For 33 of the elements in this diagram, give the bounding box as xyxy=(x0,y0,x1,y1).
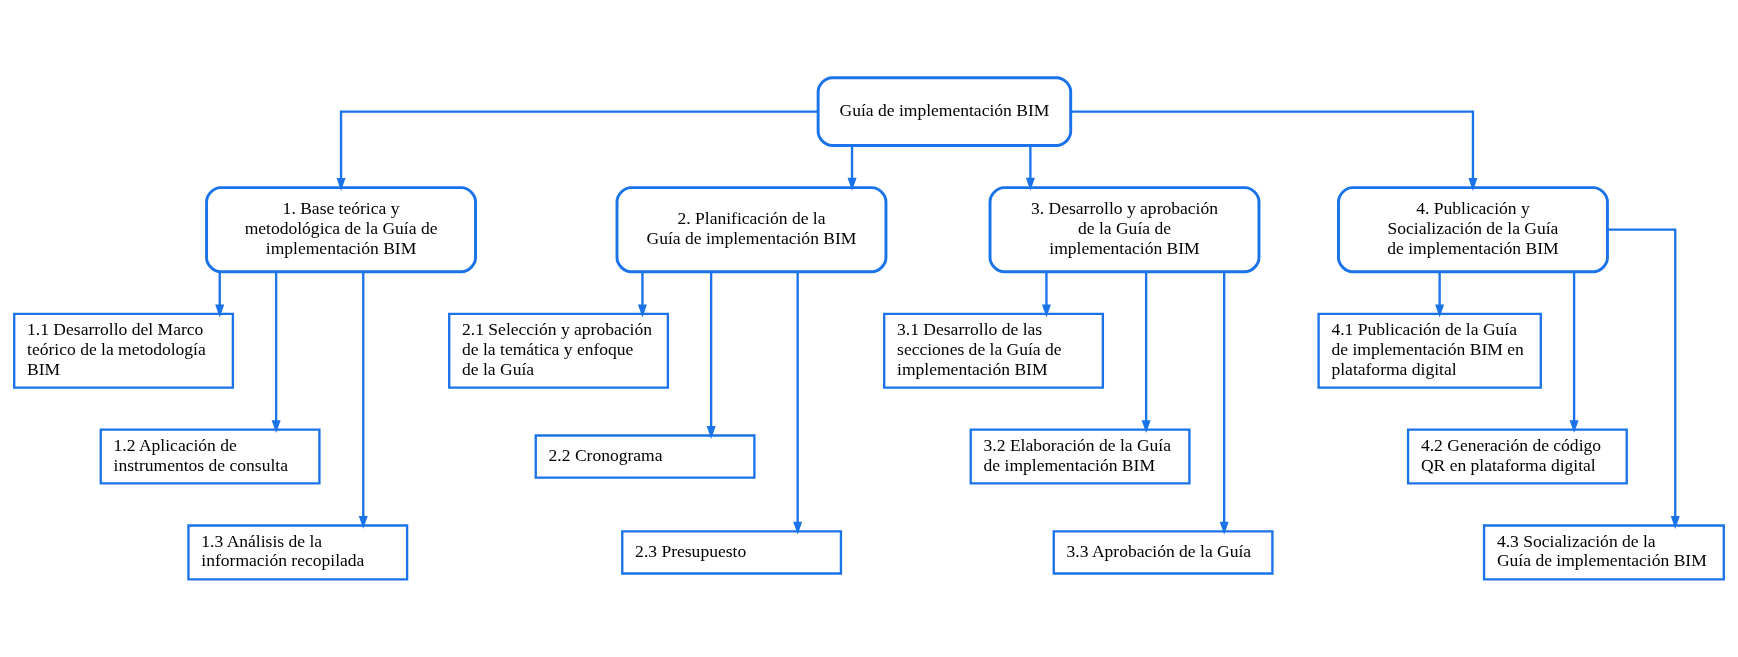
arrow xyxy=(1071,110,1478,191)
node-box: 2.2 Cronograma xyxy=(534,434,756,479)
node-box: 1. Base teórica y metodológica de la Guía de implementación BIM xyxy=(205,186,477,274)
node-box: 4. Publicación y Socialización de la Guía de implementación BIM xyxy=(1337,186,1609,274)
arrow xyxy=(1569,271,1579,434)
arrow xyxy=(847,145,857,191)
node-box: Guía de implementación BIM xyxy=(816,76,1073,147)
arrow xyxy=(1041,272,1051,318)
node-box: 4.1 Publicación de la Guía de implementación BIM en plataforma digital xyxy=(1317,312,1542,389)
arrow xyxy=(271,271,281,434)
node-box: 1.1 Desarrollo del Marco teórico de la metodología BIM xyxy=(13,312,235,389)
node-box: 1.3 Análisis de la información recopilada xyxy=(187,524,409,581)
arrow xyxy=(793,271,803,535)
arrow xyxy=(1025,145,1035,191)
arrow xyxy=(215,272,225,318)
node-box: 4.3 Socialización de la Guía de implementación BIM xyxy=(1482,524,1725,581)
arrow xyxy=(1607,228,1680,529)
node-box: 2. Planificación de la Guía de implementación BIM xyxy=(615,186,888,274)
node-box: 3.3 Aprobación de la Guía xyxy=(1052,530,1274,575)
arrow xyxy=(1219,271,1229,535)
node-box: 3.2 Elaboración de la Guía de implementación BIM xyxy=(969,428,1191,485)
arrow xyxy=(336,110,818,191)
node-box: 4.2 Generación de código QR en plataforma digital xyxy=(1406,428,1628,485)
arrow xyxy=(637,272,647,318)
node-box: 3.1 Desarrollo de las secciones de la Guía de implementación BIM xyxy=(883,312,1105,389)
node-box: 3. Desarrollo y aprobación de la Guía de implementación BIM xyxy=(988,186,1261,274)
arrow xyxy=(706,271,716,439)
node-box: 2.1 Selección y aprobación de la temática y enfoque de la Guía xyxy=(448,312,670,389)
arrow xyxy=(358,271,368,529)
arrow xyxy=(1435,272,1445,318)
node-box: 2.3 Presupuesto xyxy=(621,530,843,575)
node-box: 1.2 Aplicación de instrumentos de consulta xyxy=(99,428,321,485)
arrow xyxy=(1141,271,1151,434)
